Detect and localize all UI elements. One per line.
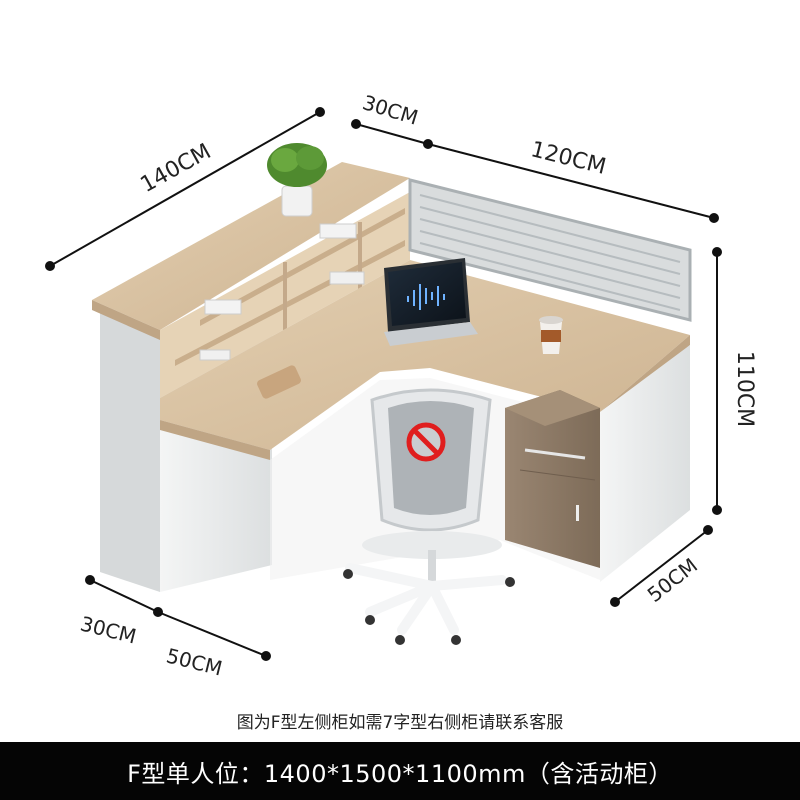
office-chair — [343, 388, 515, 645]
potted-plant — [267, 143, 327, 217]
laptop — [384, 258, 478, 346]
dimension-lines — [45, 107, 722, 661]
sound-wave-icon — [407, 284, 445, 310]
phone — [257, 365, 301, 399]
mobile-pedestal — [505, 390, 600, 568]
spec-banner: F型单人位：1400*1500*1100mm（含活动柜） — [0, 742, 800, 800]
right-panel — [600, 345, 690, 582]
coffee-cup — [539, 316, 563, 354]
hutch-shelves — [160, 192, 410, 398]
dim-label-height: 110CM — [732, 350, 758, 428]
glass-partition — [408, 178, 692, 322]
shelf-book — [204, 299, 242, 315]
spec-banner-text: F型单人位：1400*1500*1100mm（含活动柜） — [127, 759, 673, 788]
shelf-book — [319, 223, 357, 239]
caption-note: 图为F型左侧柜如需7字型右侧柜请联系客服 — [236, 713, 564, 733]
shelf-book — [199, 349, 231, 361]
prohibited-sign-icon — [406, 422, 446, 462]
shelf-book — [329, 271, 365, 285]
desk-scene — [45, 107, 722, 661]
